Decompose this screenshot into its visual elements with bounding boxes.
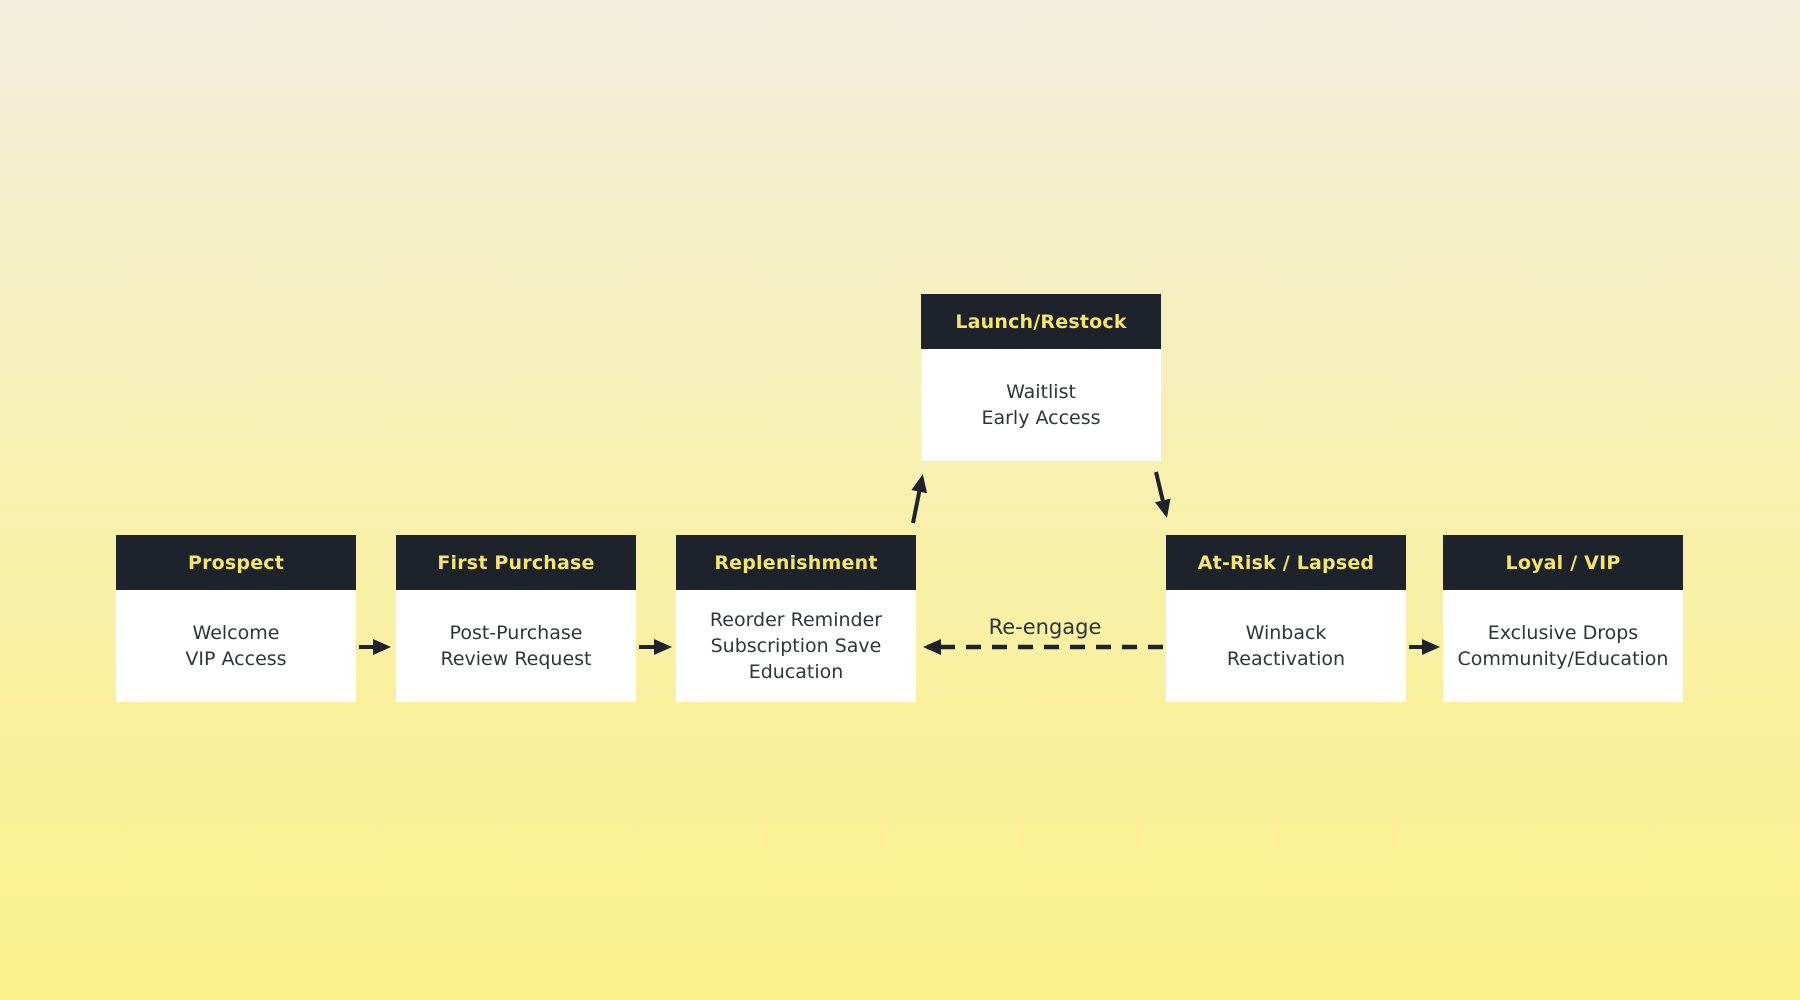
node-replenishment-line: Subscription Save <box>710 635 882 657</box>
node-loyal-vip-body: Exclusive Drops Community/Education <box>1443 590 1683 702</box>
node-prospect-header: Prospect <box>116 535 356 590</box>
node-first-purchase: First Purchase Post-Purchase Review Requ… <box>396 535 636 702</box>
node-launch-restock-line: Waitlist <box>1006 381 1076 403</box>
node-prospect-line: Welcome <box>192 622 280 644</box>
node-launch-restock: Launch/Restock Waitlist Early Access <box>921 294 1161 461</box>
node-first-purchase-header: First Purchase <box>396 535 636 590</box>
node-prospect-line: VIP Access <box>185 648 287 670</box>
arrow-launch-to-atrisk <box>1154 471 1171 518</box>
node-prospect: Prospect Welcome VIP Access <box>116 535 356 702</box>
node-at-risk-lapsed-header: At-Risk / Lapsed <box>1166 535 1406 590</box>
node-launch-restock-header: Launch/Restock <box>921 294 1161 349</box>
node-at-risk-lapsed-body: Winback Reactivation <box>1166 590 1406 702</box>
node-first-purchase-line: Review Request <box>440 648 592 670</box>
node-replenishment-body: Reorder Reminder Subscription Save Educa… <box>676 590 916 702</box>
node-replenishment-line: Education <box>748 661 844 683</box>
node-at-risk-lapsed-line: Reactivation <box>1226 648 1346 670</box>
node-loyal-vip-header: Loyal / VIP <box>1443 535 1683 590</box>
node-launch-restock-line: Early Access <box>981 407 1101 429</box>
node-replenishment: Replenishment Reorder Reminder Subscript… <box>676 535 916 702</box>
node-replenishment-line: Reorder Reminder <box>709 609 883 631</box>
re-engage-label: Re-engage <box>988 615 1102 639</box>
node-at-risk-lapsed-line: Winback <box>1245 622 1327 644</box>
node-loyal-vip-line: Exclusive Drops <box>1487 622 1639 644</box>
node-loyal-vip: Loyal / VIP Exclusive Drops Community/Ed… <box>1443 535 1683 702</box>
node-launch-restock-body: Waitlist Early Access <box>921 349 1161 461</box>
arrow-replenishment-to-launch <box>911 474 928 524</box>
node-loyal-vip-line: Community/Education <box>1457 648 1669 670</box>
node-prospect-body: Welcome VIP Access <box>116 590 356 702</box>
node-first-purchase-line: Post-Purchase <box>449 622 583 644</box>
node-first-purchase-body: Post-Purchase Review Request <box>396 590 636 702</box>
node-replenishment-header: Replenishment <box>676 535 916 590</box>
node-at-risk-lapsed: At-Risk / Lapsed Winback Reactivation <box>1166 535 1406 702</box>
